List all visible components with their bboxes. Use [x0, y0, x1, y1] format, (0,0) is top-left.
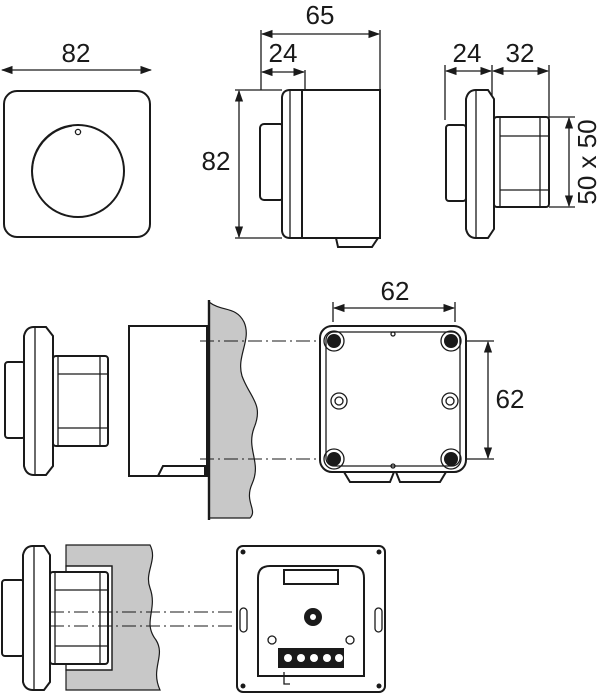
screw-boss — [330, 392, 348, 410]
back-insert-label: 32 — [506, 38, 535, 68]
dial-shadow — [31, 125, 73, 198]
junction-box-top-view: 62 62 — [319, 276, 525, 483]
small-hole — [390, 331, 396, 337]
corner-dot — [376, 549, 382, 555]
front-width-label: 82 — [62, 38, 91, 68]
terminal-screw — [335, 654, 343, 662]
box-height-label: 62 — [496, 384, 525, 414]
cable-entry — [342, 471, 396, 483]
bottom-knob — [1, 579, 25, 657]
mounting-slot — [374, 607, 383, 633]
side-foot — [334, 237, 380, 248]
mounting-hole-ring — [323, 330, 345, 352]
fixing-screw — [345, 635, 355, 645]
mounting-hole — [327, 452, 341, 466]
terminal-screw — [297, 654, 305, 662]
surface-box — [128, 325, 208, 477]
corner-dot — [240, 549, 246, 555]
wall-section — [208, 300, 259, 519]
terminal-screw — [284, 654, 292, 662]
mounting-hole — [327, 334, 341, 348]
terminal-screw — [310, 654, 318, 662]
back-knob — [445, 124, 467, 202]
back-plate — [465, 89, 495, 239]
screw-boss — [445, 396, 455, 406]
flush-mount-view — [1, 544, 385, 691]
cable-entry — [394, 471, 448, 483]
terminal-screw — [323, 654, 331, 662]
surface-mount-view — [4, 300, 470, 520]
mounting-hole-ring — [440, 448, 462, 470]
side-height-label: 82 — [202, 146, 231, 176]
side-view: 65 24 82 — [202, 0, 381, 248]
side-knob-label: 24 — [269, 38, 298, 68]
surface-box-foot — [156, 465, 206, 477]
mechanism-back-view — [236, 545, 386, 693]
mounting-hole — [444, 452, 458, 466]
mounting-hole — [444, 334, 458, 348]
corner-dot — [376, 683, 382, 689]
bottom-insert — [49, 571, 109, 665]
mid-plate — [23, 326, 54, 476]
fixing-screw — [267, 635, 277, 645]
front-view: 82 — [0, 38, 153, 238]
earth-lead — [283, 672, 290, 685]
back-size-label: 50 x 50 — [572, 119, 600, 204]
small-hole — [390, 463, 396, 469]
side-total-label: 65 — [306, 0, 335, 30]
back-insert — [493, 116, 550, 208]
screw-boss — [334, 396, 344, 406]
back-knob-label: 24 — [453, 38, 482, 68]
bottom-plate — [22, 545, 51, 691]
mounting-hole-ring — [440, 330, 462, 352]
side-plate — [281, 89, 303, 239]
potentiometer-shaft-center — [310, 614, 316, 620]
side-housing — [301, 89, 381, 239]
screw-boss — [441, 392, 459, 410]
mounting-hole-ring — [323, 448, 345, 470]
box-width-label: 62 — [381, 276, 410, 306]
mid-knob — [4, 361, 26, 439]
mounting-slot — [239, 607, 248, 633]
mid-insert — [52, 355, 109, 447]
wall-section — [65, 544, 161, 691]
mechanism-label-area — [283, 569, 339, 585]
corner-dot — [240, 683, 246, 689]
dial-indicator-dot — [74, 128, 82, 136]
side-knob — [259, 123, 285, 201]
back-view: 24 32 50 x 50 — [444, 38, 600, 239]
